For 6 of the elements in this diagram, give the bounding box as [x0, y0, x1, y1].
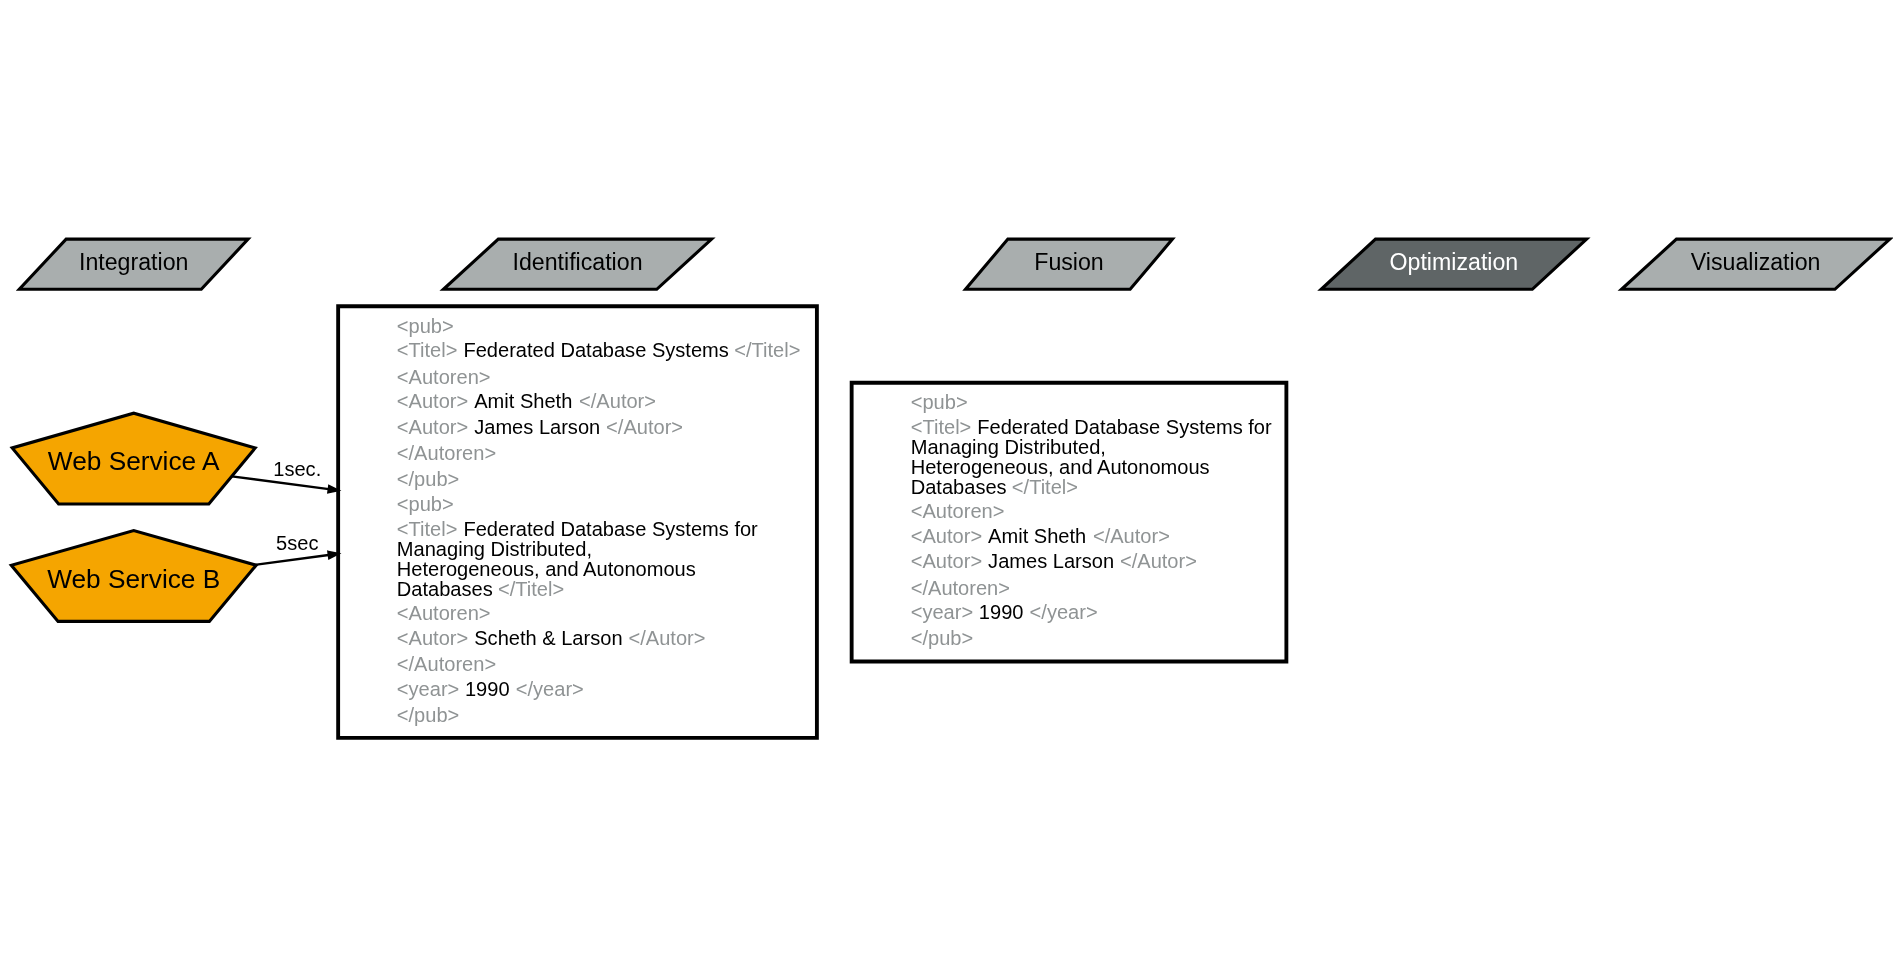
arrow [254, 549, 342, 566]
arrow [231, 474, 342, 494]
node-box: <pub> <Titel> Federated Database Systems </Titel> <Autoren> <Autor> Amit Sheth </Autor> <Autor> James Larson </Autor> </Autoren> </pub> <pub> <Titel> Federated Database Systems for Managing Distributed, Heterogeneous, and Autonomous Databases </Titel> <Autoren> <Autor> Scheth & Larson </Autor> </Autoren> <year> 1990 </year> </pub> [336, 303, 819, 740]
node-box: <pub> <Titel> Federated Database Systems for Managing Distributed, Heterogeneous, and Autonomous Databases </Titel> <Autoren> <Autor> Amit Sheth </Autor> <Autor> James Larson </Autor> </Autoren> <year> 1990 </year> </pub> [849, 380, 1289, 663]
edge-label: 5sec [276, 531, 319, 554]
edge-label: 1sec. [273, 457, 322, 480]
